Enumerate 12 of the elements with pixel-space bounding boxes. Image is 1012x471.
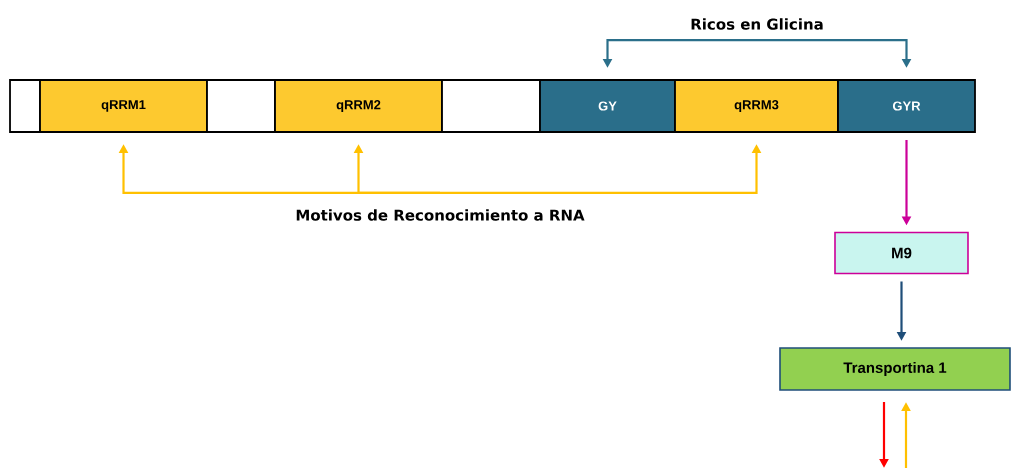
domain-box: qRRM1 bbox=[39, 79, 208, 133]
heading-label: Motivos de Reconocimiento a RNA bbox=[296, 209, 585, 221]
protein-box: Transportina 1 bbox=[779, 347, 1011, 391]
protein-box: M9 bbox=[834, 231, 969, 275]
domain-box: qRRM2 bbox=[274, 79, 443, 133]
bar-segment bbox=[206, 79, 276, 133]
bar-segment bbox=[441, 79, 541, 133]
domain-box: GY bbox=[539, 79, 676, 133]
bar-segment bbox=[9, 79, 41, 133]
domain-box: qRRM3 bbox=[674, 79, 839, 133]
domain-box: GYR bbox=[837, 79, 976, 133]
heading-label: Ricos en Glicina bbox=[691, 18, 823, 30]
